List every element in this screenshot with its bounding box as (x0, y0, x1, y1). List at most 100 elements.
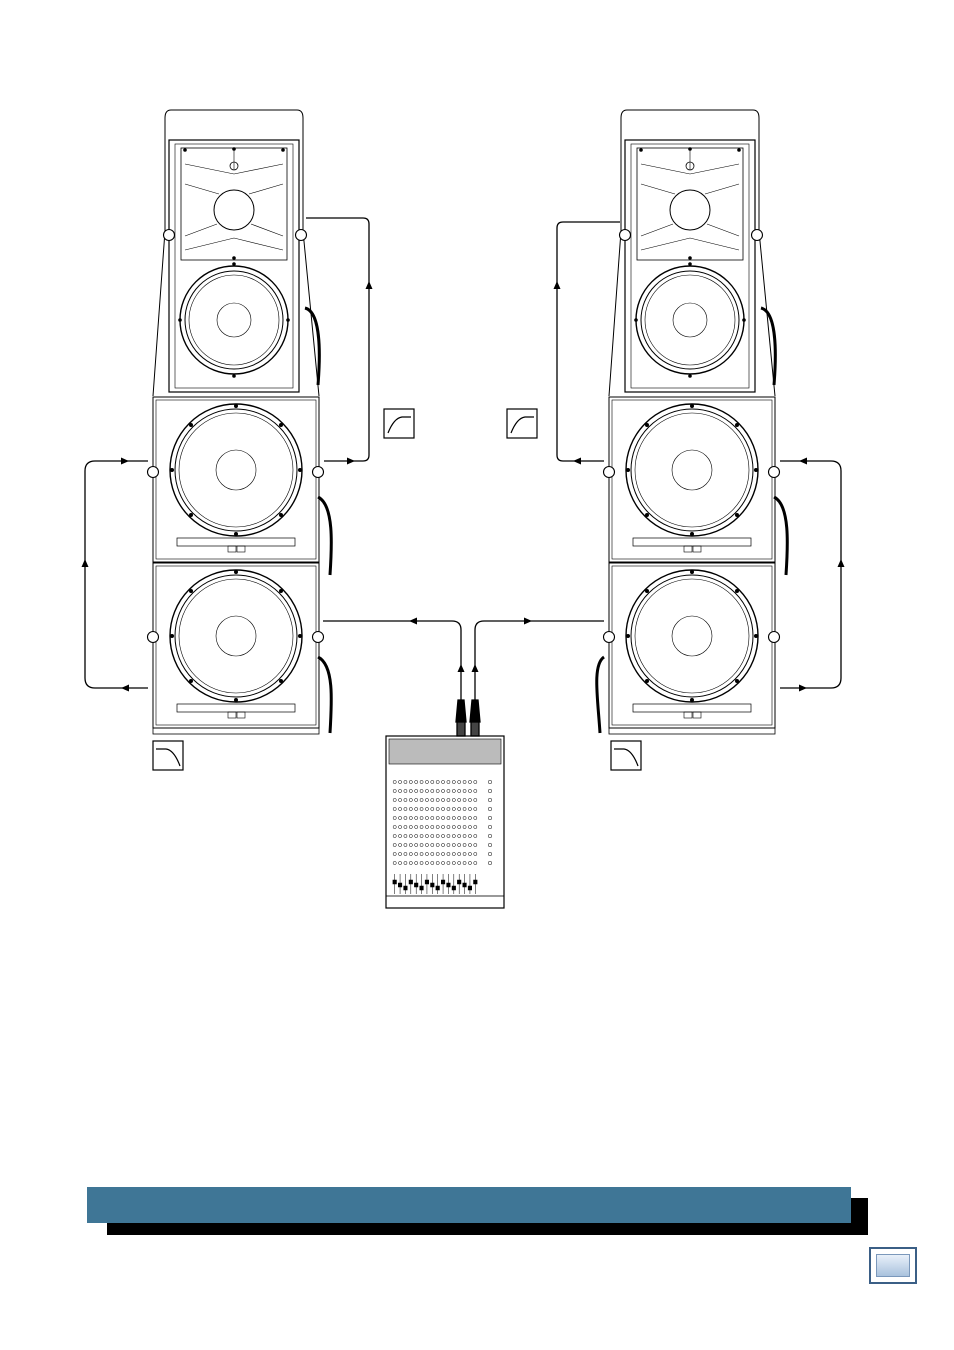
mixer-knob (404, 843, 407, 846)
speaker-setup-diagram (0, 0, 954, 1180)
mixer-knob (404, 780, 407, 783)
mixer-knob (420, 798, 423, 801)
mixer-fader-cap (436, 886, 440, 890)
mixer-fader-cap (474, 880, 478, 884)
mixer-knob (420, 843, 423, 846)
mixer-knob (441, 825, 444, 828)
left-lower-subwoofer (153, 563, 319, 728)
mixer-knob (398, 798, 401, 801)
mixer-knob (409, 852, 412, 855)
mixer-knob (431, 834, 434, 837)
mixer-knob (474, 789, 477, 792)
mixer-master-knob (488, 780, 492, 784)
mixer-knob (436, 780, 439, 783)
high-pass-filter-icon-left (384, 409, 414, 438)
mixer-knob (420, 789, 423, 792)
mixer-knob (458, 843, 461, 846)
mixer-fader-cap (441, 880, 445, 884)
mixer-knob (431, 852, 434, 855)
mixer-knob (415, 861, 418, 864)
mixer-fader-cap (404, 886, 408, 890)
mixer-knob (447, 861, 450, 864)
mixer-knob (431, 807, 434, 810)
mixer-knob (452, 780, 455, 783)
right-top-input-jack (620, 230, 631, 241)
mixer-knob (398, 789, 401, 792)
mixer-knob (398, 816, 401, 819)
mixer-knob (458, 861, 461, 864)
mixer-knob (474, 816, 477, 819)
mixer-knob (447, 825, 450, 828)
mixer-knob (463, 780, 466, 783)
mixer-knob (409, 798, 412, 801)
mixer-knob (409, 861, 412, 864)
mixer-knob (452, 852, 455, 855)
mixer-fader-cap (452, 886, 456, 890)
mixer-knob (463, 816, 466, 819)
mixer-knob (458, 807, 461, 810)
mixer-knob (436, 798, 439, 801)
mixer-knob (447, 834, 450, 837)
mixer-knob (452, 861, 455, 864)
mixer-knob (398, 807, 401, 810)
page-number-badge (869, 1247, 917, 1284)
mixer-knob (436, 789, 439, 792)
mixer-knob (409, 807, 412, 810)
mixer-knob (447, 843, 450, 846)
mixer-knob (441, 834, 444, 837)
mixer-knob (415, 807, 418, 810)
left-lower-sub-thru-jack (148, 632, 159, 643)
mixer-knob (452, 825, 455, 828)
mixer-knob (420, 852, 423, 855)
mixer-knob (404, 807, 407, 810)
mixer-knob (463, 798, 466, 801)
mixer-knob (463, 861, 466, 864)
mixer-knob (415, 852, 418, 855)
mixer-master-knob (488, 807, 492, 811)
mixer-knob (398, 861, 401, 864)
mixer-knob (452, 807, 455, 810)
mixer-knob (474, 843, 477, 846)
mixer-knob (468, 798, 471, 801)
mixer-knob (409, 780, 412, 783)
mixer-knob (452, 816, 455, 819)
mixer-fader-cap (420, 886, 424, 890)
mixer-knob (409, 825, 412, 828)
mixer-master-knob (488, 861, 492, 865)
mixer-master-knob (488, 798, 492, 802)
mixer (386, 736, 504, 908)
left-top-input-jack (164, 230, 175, 241)
mixer-knob (420, 825, 423, 828)
mixer-knob (468, 789, 471, 792)
mixer-knob (436, 816, 439, 819)
mixer-fader-cap (393, 880, 397, 884)
mixer-knob (393, 825, 396, 828)
mixer-knob (393, 834, 396, 837)
mixer-knob (425, 816, 428, 819)
mixer-master-knob (488, 852, 492, 856)
mixer-knob (452, 843, 455, 846)
mixer-knob (474, 807, 477, 810)
mixer-knob (398, 852, 401, 855)
mixer-knob (393, 789, 396, 792)
mixer-knob (404, 816, 407, 819)
mixer-knob (441, 807, 444, 810)
mixer-knob (415, 780, 418, 783)
left-upper-sub-thru-jack (313, 467, 324, 478)
mixer-output-cables (323, 618, 604, 737)
mixer-master-knob (488, 843, 492, 847)
high-pass-filter-icon-right (507, 409, 537, 438)
mixer-knob (447, 816, 450, 819)
mixer-knob (409, 843, 412, 846)
mixer-knob (463, 789, 466, 792)
mixer-knob (404, 852, 407, 855)
left-lower-sub-input-jack (313, 632, 324, 643)
mixer-knob (474, 798, 477, 801)
mixer-knob (425, 780, 428, 783)
mixer-knob (431, 843, 434, 846)
mixer-knob (474, 780, 477, 783)
footer-banner (87, 1187, 851, 1223)
mixer-knob (468, 843, 471, 846)
right-top-link-jack (752, 230, 763, 241)
mixer-knob (420, 834, 423, 837)
